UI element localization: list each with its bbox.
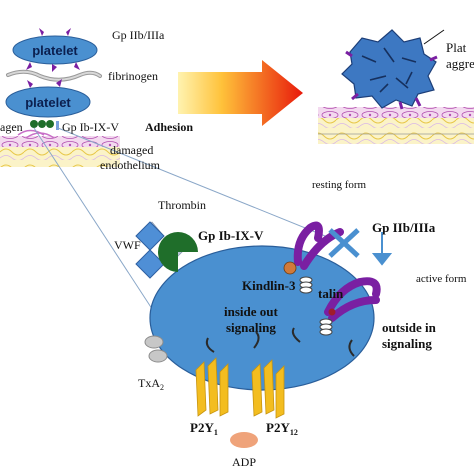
vwf-label: VWF <box>114 238 141 252</box>
thrombin-label: Thrombin <box>158 198 206 212</box>
txa2-label: TxA2 <box>138 376 164 392</box>
adp-molecule <box>230 432 258 448</box>
gp-ib-ix-v-label-small: Gp Ib-IX-V <box>62 120 119 134</box>
damaged-label: damaged <box>110 143 153 157</box>
signaling-arrows <box>205 327 355 357</box>
zoom-line <box>57 127 331 239</box>
collagen-label: agen <box>0 120 23 134</box>
aggregation-label-2: aggreg <box>446 56 474 71</box>
platelet-detail: resting form Thrombin VWF Gp Ib-IX-V <box>114 179 467 469</box>
active-form-label: active form <box>416 273 467 285</box>
txa2-receptor <box>144 335 168 363</box>
gp-ib-ix-v-label: Gp Ib-IX-V <box>198 228 264 243</box>
p2y1-receptor <box>195 357 229 417</box>
outside-in-label-2: signaling <box>382 336 432 351</box>
activation-arrow <box>371 232 393 266</box>
adp-label: ADP <box>232 455 256 469</box>
endothelium-label: endothelium <box>100 158 161 172</box>
platelet-bottom <box>5 86 91 118</box>
adhesion-panel: platelet platelet Gp IIb/IIIa fibrinogen… <box>0 28 331 319</box>
adhesion-label: Adhesion <box>145 120 193 134</box>
platelet-bottom-label: platelet <box>25 95 71 110</box>
platelet-aggregate <box>341 29 437 109</box>
gp-iib-iiia-receptor <box>39 28 71 36</box>
gp-iib-iiia-label: Gp IIb/IIIa <box>372 220 436 235</box>
gp-ib-ix-v-receptor <box>158 232 198 272</box>
vwf-molecule <box>135 249 165 279</box>
subendothelium-layer <box>0 145 120 167</box>
gp-iib-iiia-receptor <box>26 62 80 72</box>
zoom-line <box>33 127 159 319</box>
gp-iib-iiia-receptor <box>27 79 62 88</box>
platelet-top-label: platelet <box>32 43 78 58</box>
aggregation-panel: Plat aggreg <box>318 29 474 144</box>
inhibit-cross <box>328 228 360 258</box>
fibrinogen-strand <box>7 70 101 81</box>
vwf-molecule <box>135 221 165 251</box>
aggregation-label-1: Plat <box>446 40 467 55</box>
p2y12-receptor <box>251 359 285 419</box>
gp-iib-iiia-label-small: Gp IIb/IIIa <box>112 28 165 42</box>
endothelium-layer <box>0 136 120 147</box>
gp-iib-iiia-active <box>319 277 381 336</box>
platelet-cell <box>149 245 375 391</box>
progression-arrow <box>178 60 303 126</box>
p2y1-label: P2Y1 <box>190 420 218 437</box>
outside-in-label-1: outside in <box>382 320 437 335</box>
kindlin-label: Kindlin-3 <box>242 278 296 293</box>
p2y12-label: P2Y12 <box>266 420 298 437</box>
gp-ib-ix-v-cluster <box>30 120 59 130</box>
fibrinogen-label: fibrinogen <box>108 69 158 83</box>
talin-label: talin <box>318 286 344 301</box>
collagen-fiber <box>25 132 55 139</box>
platelet-top <box>12 35 98 65</box>
inside-out-label-1: inside out <box>224 304 278 319</box>
inside-out-label-2: signaling <box>226 320 276 335</box>
endothelium-layer-right <box>318 107 474 119</box>
resting-form-label: resting form <box>312 179 367 191</box>
subendothelium-layer-right <box>318 118 474 144</box>
